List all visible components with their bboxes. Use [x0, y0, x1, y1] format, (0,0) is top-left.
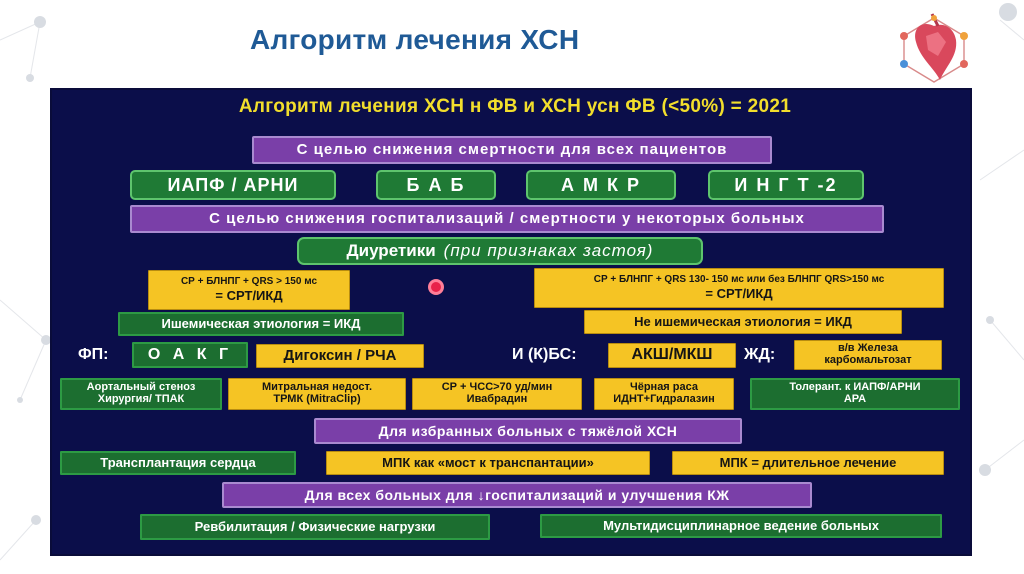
all-patients-box: Для всех больных для ↓госпитализаций и у…: [222, 482, 812, 508]
diuretics-label: Диуретики: [347, 242, 436, 260]
mitral-box: Митральная недост. ТРМК (MitraClip): [228, 378, 406, 410]
crt-left-line2: = СРТ/ИКД: [215, 289, 282, 303]
mcs-long-label: МПК = длительное лечение: [720, 456, 897, 470]
tolerant-box: Толерант. к ИАПФ/АРНИ АРА: [750, 378, 960, 410]
crt-right-line1: СР + БЛНПГ + QRS 130- 150 мс или без БЛН…: [594, 275, 885, 286]
mcs-bridge-box: МПК как «мост к транспантации»: [326, 451, 650, 475]
cabg-box: АКШ/МКШ: [608, 343, 736, 368]
all-patients-label: Для всех больных для ↓госпитализаций и у…: [305, 488, 730, 503]
cabg-label: АКШ/МКШ: [631, 347, 712, 364]
transplant-label: Трансплантация сердца: [100, 456, 255, 470]
drug-label: А М К Р: [561, 176, 641, 195]
ivabradine-box: СР + ЧСС>70 уд/мин Ивабрадин: [412, 378, 582, 410]
severe-hf-label: Для избранных больных с тяжёлой ХСН: [379, 424, 678, 439]
algorithm-panel: Алгоритм лечения ХСН н ФВ и ХСН усн ФВ (…: [50, 88, 972, 556]
drug-label: Б А Б: [407, 176, 466, 195]
drug-label: ИАПФ / АРНИ: [168, 176, 299, 195]
oac-label: О А К Г: [148, 347, 232, 364]
digoxin-box: Дигоксин / РЧА: [256, 344, 424, 368]
crt-right-line2: = СРТ/ИКД: [705, 287, 772, 301]
red-dot-marker-icon: [431, 282, 441, 292]
mortality-all-box: С целью снижения смертности для всех пац…: [252, 136, 772, 164]
af-label: ФП:: [78, 346, 108, 364]
iron-line2: карбомальтозат: [824, 355, 911, 367]
mortality-all-label: С целью снижения смертности для всех пац…: [297, 142, 728, 158]
ischemic-box: Ишемическая этиология = ИКД: [118, 312, 404, 336]
crt-left-box: СР + БЛНПГ + QRS > 150 мс = СРТ/ИКД: [148, 270, 350, 310]
mcs-bridge-label: МПК как «мост к транспантации»: [382, 456, 594, 470]
drug-box-bab: Б А Б: [376, 170, 496, 200]
rehab-label: Ревбилитация / Физические нагрузки: [195, 520, 436, 534]
aortic-line2: Хирургия/ ТПАК: [98, 394, 185, 406]
digoxin-label: Дигоксин / РЧА: [284, 348, 397, 364]
black-race-line2: ИДНТ+Гидралазин: [613, 394, 715, 406]
drug-box-ingt2: И Н Г Т -2: [708, 170, 864, 200]
drug-label: И Н Г Т -2: [734, 176, 837, 195]
slide-title: Алгоритм лечения ХСН: [250, 24, 579, 56]
crt-left-line1: СР + БЛНПГ + QRS > 150 мс: [181, 277, 317, 288]
non-ischemic-label: Не ишемическая этиология = ИКД: [634, 315, 852, 329]
non-ischemic-box: Не ишемическая этиология = ИКД: [584, 310, 902, 334]
aortic-box: Аортальный стеноз Хирургия/ ТПАК: [60, 378, 222, 410]
black-race-box: Чёрная раса ИДНТ+Гидралазин: [594, 378, 734, 410]
diuretics-note: (при признаках застоя): [444, 242, 654, 260]
mcs-long-box: МПК = длительное лечение: [672, 451, 944, 475]
severe-hf-box: Для избранных больных с тяжёлой ХСН: [314, 418, 742, 444]
ivabradine-line2: Ивабрадин: [467, 394, 528, 406]
multidisciplinary-box: Мультидисциплинарное ведение больных: [540, 514, 942, 538]
transplant-box: Трансплантация сердца: [60, 451, 296, 475]
multidisciplinary-label: Мультидисциплинарное ведение больных: [603, 519, 879, 533]
crt-right-box: СР + БЛНПГ + QRS 130- 150 мс или без БЛН…: [534, 268, 944, 308]
drug-box-amkr: А М К Р: [526, 170, 676, 200]
panel-header: Алгоритм лечения ХСН н ФВ и ХСН усн ФВ (…: [140, 96, 890, 118]
iron-box: в/в Железа карбомальтозат: [794, 340, 942, 370]
oac-box: О А К Г: [132, 342, 248, 368]
diuretics-box: Диуретики (при признаках застоя): [297, 237, 703, 265]
ibs-label: И (К)БС:: [512, 346, 577, 364]
hospitalization-some-box: С целью снижения госпитализаций / смертн…: [130, 205, 884, 233]
iron-label: ЖД:: [744, 346, 775, 364]
drug-box-acei-arni: ИАПФ / АРНИ: [130, 170, 336, 200]
rehab-box: Ревбилитация / Физические нагрузки: [140, 514, 490, 540]
tolerant-line2: АРА: [844, 394, 866, 406]
ischemic-label: Ишемическая этиология = ИКД: [162, 317, 361, 331]
mitral-line2: ТРМК (MitraClip): [273, 394, 360, 406]
hospitalization-some-label: С целью снижения госпитализаций / смертн…: [209, 211, 805, 227]
heart-logo-icon: [888, 6, 980, 86]
